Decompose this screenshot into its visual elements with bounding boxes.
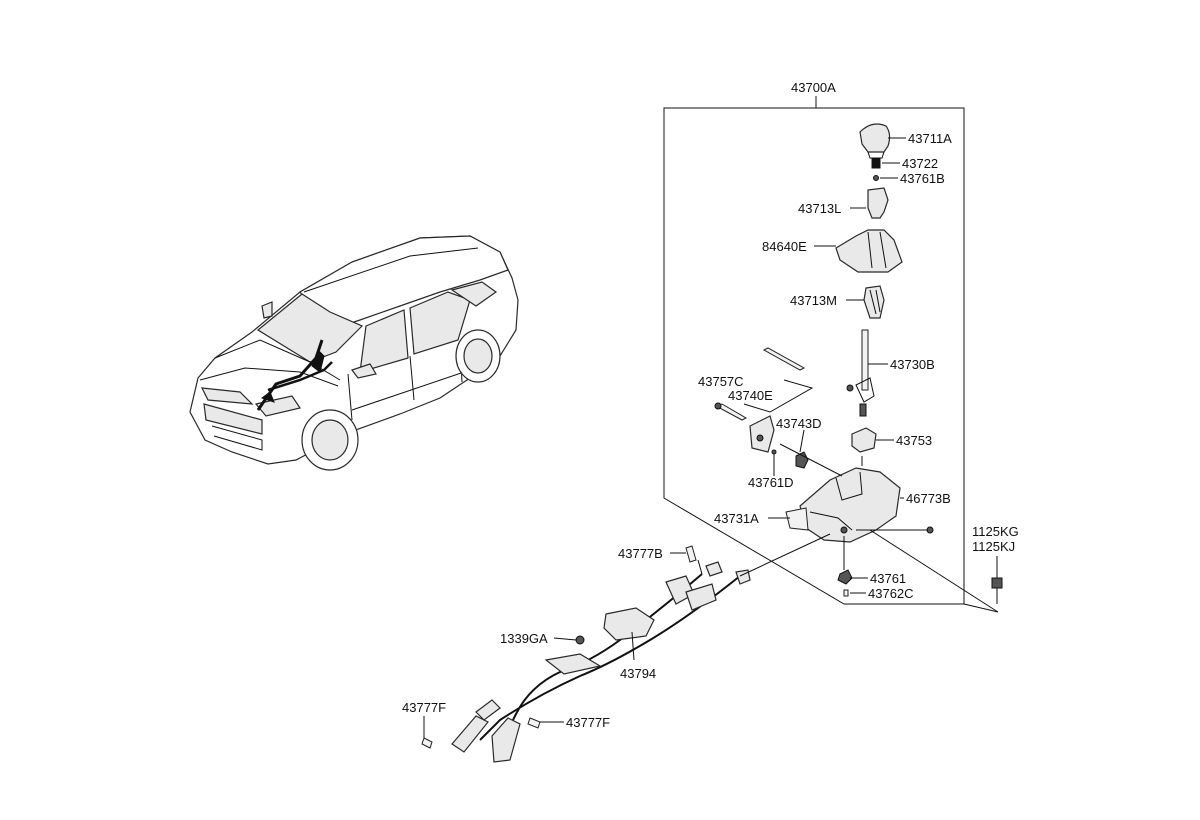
label-43777F-right: 43777F	[566, 715, 610, 730]
shift-knob	[859, 123, 891, 153]
assembly-part-number: 43700A	[791, 80, 836, 95]
label-43777B: 43777B	[618, 546, 663, 561]
clip-right	[527, 717, 541, 729]
label-43761B: 43761B	[900, 171, 945, 186]
lever-boot-collar	[867, 187, 889, 219]
label-1125KG: 1125KG	[972, 524, 1019, 539]
label-43777F-left: 43777F	[402, 700, 446, 715]
label-43753: 43753	[896, 433, 932, 448]
assembly-outline	[663, 96, 999, 613]
lever-bushing	[851, 427, 877, 453]
label-46773B: 46773B	[906, 491, 951, 506]
flange-bolt	[991, 577, 1003, 589]
label-43740E: 43740E	[728, 388, 773, 403]
small-washer	[873, 175, 879, 181]
retainer-strip	[762, 347, 806, 371]
label-43794: 43794	[620, 666, 656, 681]
label-43711A: 43711A	[908, 131, 952, 146]
base-nut	[837, 569, 853, 585]
label-43757C: 43757C	[698, 374, 744, 389]
label-43743D: 43743D	[776, 416, 822, 431]
clip-left	[421, 737, 433, 749]
label-43730B: 43730B	[890, 357, 935, 372]
clip-43777B	[685, 545, 697, 563]
leader-lines	[423, 137, 998, 738]
vehicle-illustration	[189, 235, 519, 471]
label-43761D: 43761D	[748, 475, 794, 490]
label-1339GA: 1339GA	[500, 631, 548, 646]
shift-cable-upper	[507, 573, 703, 731]
washer-d	[771, 449, 777, 455]
label-84640E: 84640E	[762, 239, 807, 254]
label-1125KJ: 1125KJ	[972, 539, 1015, 554]
shift-cable-lower	[479, 575, 741, 741]
label-43761: 43761	[870, 571, 906, 586]
label-43722: 43722	[902, 156, 938, 171]
label-43762C: 43762C	[868, 586, 914, 601]
hex-nut	[795, 451, 809, 469]
cable-bracket	[544, 653, 602, 675]
label-43713L: 43713L	[798, 201, 841, 216]
part-drawings	[421, 123, 1003, 763]
cable-end-right	[491, 717, 521, 763]
spring-pin	[871, 157, 881, 169]
shift-bracket	[749, 415, 775, 453]
base-washer	[843, 589, 849, 597]
lever-guide	[863, 285, 885, 319]
shift-lever-base	[799, 467, 901, 543]
cable-grommet	[603, 607, 655, 641]
shift-lever-shaft	[861, 329, 869, 391]
cable-end-left	[451, 715, 489, 753]
label-43731A: 43731A	[714, 511, 759, 526]
shift-boot	[835, 229, 903, 273]
part-labels: 43711A 43722 43761B 43713L 84640E 43713M…	[402, 131, 1019, 730]
label-43713M: 43713M	[790, 293, 837, 308]
